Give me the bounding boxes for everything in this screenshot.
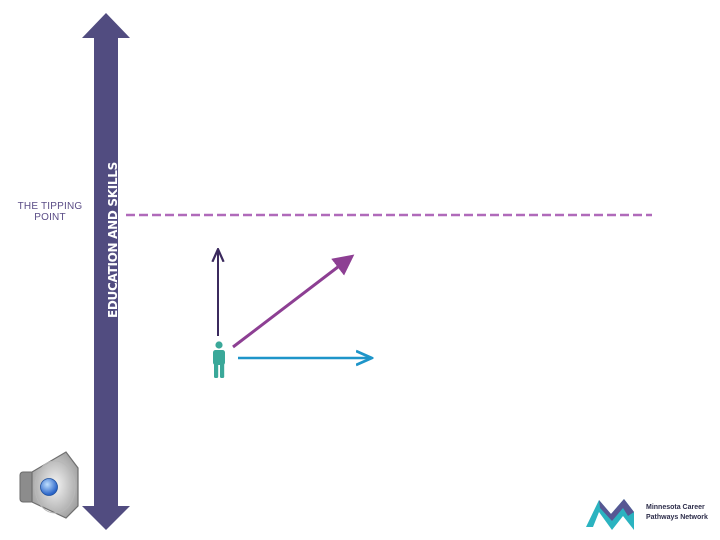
logo-line-1: Minnesota Career [646,504,705,511]
mcpn-logo [586,499,634,530]
person-icon [213,341,225,378]
tipping-point-label: THE TIPPING POINT [17,201,83,223]
logo-line-2: Pathways Network [646,514,708,521]
diagonal-arrow [232,254,355,349]
vertical-axis [82,13,130,530]
axis-top-arrowhead [82,13,130,38]
axis-bottom-arrowhead [82,506,130,530]
logo-wordmark: Minnesota Career Pathways Network [646,503,716,523]
vertical-axis-label: EDUCATION AND SKILLS [106,162,120,318]
speaker-icon[interactable] [19,451,79,519]
